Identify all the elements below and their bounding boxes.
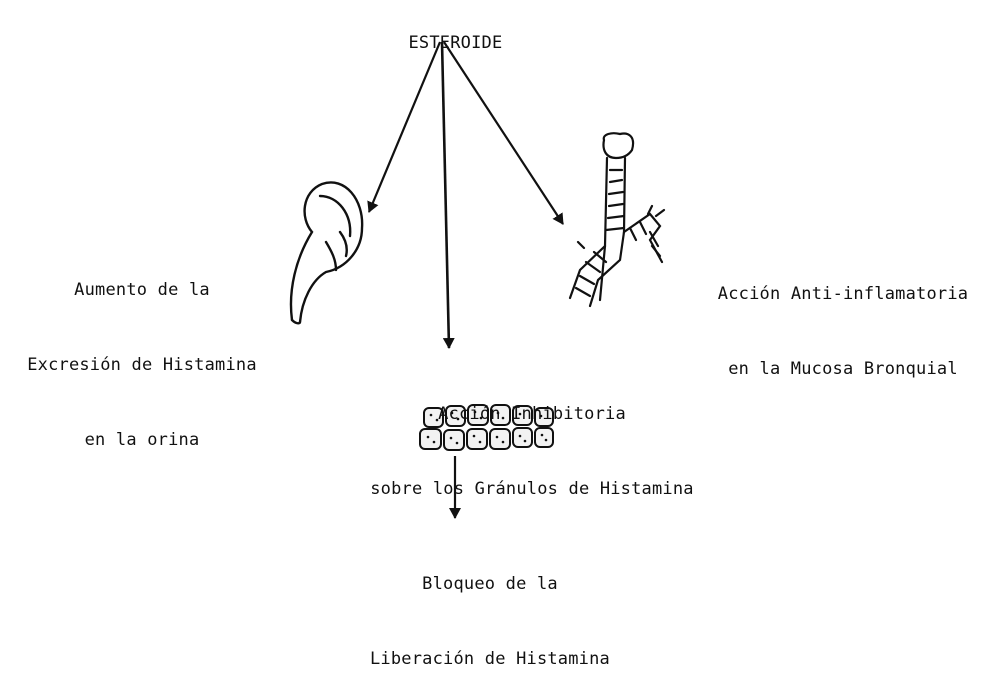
result-label: Bloqueo de la Liberación de Histamina [330, 522, 650, 697]
arrow-to-bronchi [444, 42, 563, 224]
left-effect-label: Aumento de la Excresión de Histamina en … [0, 228, 284, 478]
right-effect-line-1: Acción Anti-inflamatoria [690, 282, 996, 307]
center-effect-line-2: sobre los Gránulos de Histamina [322, 477, 742, 502]
arrow-to-granules [442, 42, 449, 348]
left-effect-line-3: en la orina [0, 428, 284, 453]
center-effect-line-1: Acción Inhibitoria [322, 402, 742, 427]
left-effect-line-2: Excresión de Histamina [0, 353, 284, 378]
arrow-to-kidney [369, 42, 440, 212]
left-effect-line-1: Aumento de la [0, 278, 284, 303]
bronchi-icon [570, 133, 664, 306]
result-line-2: Liberación de Histamina [330, 647, 650, 672]
root-text: ESTEROIDE [408, 33, 502, 53]
kidney-icon [291, 182, 362, 323]
center-effect-label: Acción Inhibitoria sobre los Gránulos de… [322, 352, 742, 527]
root-label: ESTEROIDE [330, 6, 560, 56]
result-line-1: Bloqueo de la [330, 572, 650, 597]
